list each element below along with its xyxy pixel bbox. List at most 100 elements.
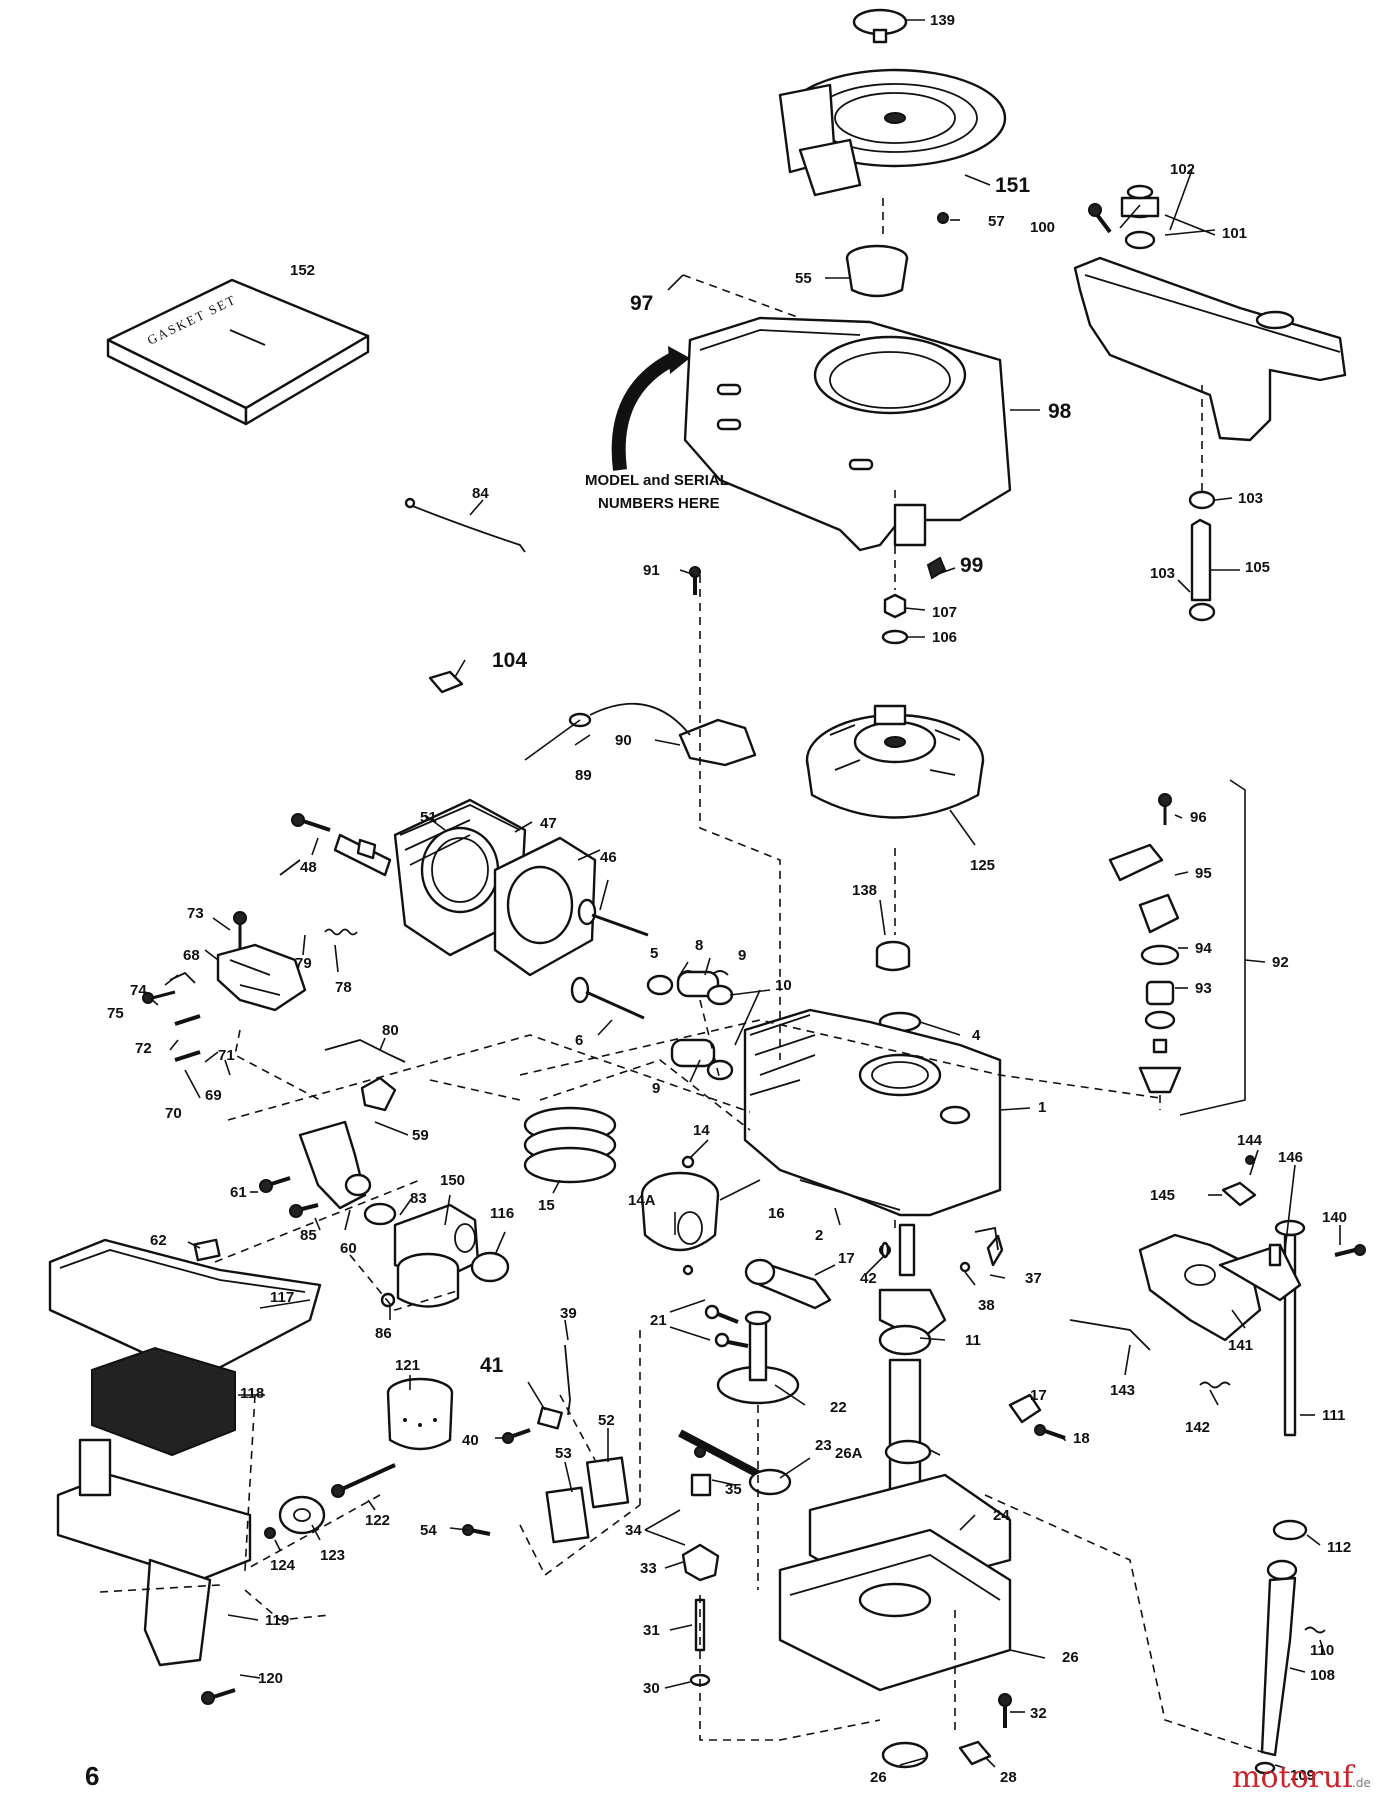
piston-pin-clip (681, 1155, 695, 1276)
callout-label: 14 (693, 1122, 710, 1139)
muffler-guard (278, 1495, 326, 1535)
callout-label: 57 (988, 213, 1005, 230)
piston-rings (523, 1106, 617, 1184)
cylinder-head (393, 798, 527, 957)
callout-label: 54 (420, 1522, 437, 1539)
control-wire (1069, 1319, 1151, 1351)
valve-spring-upper (646, 970, 734, 1006)
callout-label: 62 (150, 1232, 167, 1249)
callout-label: 103 (1238, 490, 1263, 507)
callout-label: 21 (650, 1312, 667, 1329)
callout-label: 60 (340, 1240, 357, 1257)
callout-label: 71 (218, 1047, 235, 1064)
callout-label: 73 (187, 905, 204, 922)
callout-label: 26 (1062, 1649, 1079, 1666)
governor-rod (678, 1429, 792, 1496)
callout-label: 96 (1190, 809, 1207, 826)
callout-label: 16 (768, 1205, 785, 1222)
bowl-nut (380, 1292, 396, 1308)
flywheel-nut (881, 593, 909, 645)
tank-screw (1088, 203, 1112, 234)
callout-label: 75 (107, 1005, 124, 1022)
callout-label: 142 (1185, 1419, 1210, 1436)
breather-tube (986, 1234, 1004, 1267)
muffler-bolt (331, 1463, 396, 1498)
fuel-tank (1073, 230, 1347, 442)
ignition-bracket (1008, 1393, 1066, 1440)
callout-label: 9 (652, 1080, 660, 1097)
ignition-coil (568, 702, 757, 767)
callout-label: 98 (1048, 400, 1072, 423)
callout-label: 101 (1222, 225, 1247, 242)
callout-label: 11 (965, 1332, 981, 1349)
callout-label: 47 (540, 815, 557, 832)
callout-label: 35 (725, 1481, 742, 1498)
callout-label: 4 (972, 1027, 981, 1044)
starter-cup (852, 8, 908, 44)
piston (640, 1171, 720, 1252)
callout-label: 110 (1310, 1642, 1334, 1659)
callout-label: 9 (738, 947, 746, 964)
valve-spring-lower (670, 1038, 734, 1081)
callout-label: 48 (300, 859, 317, 876)
choke-wire (279, 859, 301, 876)
oil-fill-tube (1260, 1559, 1298, 1757)
head-bolt (291, 813, 331, 832)
callout-label: 123 (320, 1547, 345, 1564)
callout-label: 106 (932, 629, 957, 646)
camshaft-gear (716, 1310, 800, 1405)
seal-upper (884, 1439, 932, 1465)
callout-label: 72 (135, 1040, 152, 1057)
callout-label: 15 (538, 1197, 555, 1214)
callout-label: 91 (643, 562, 660, 579)
blower-housing (683, 316, 1012, 552)
governor-lever (502, 1344, 571, 1444)
callout-label: 139 (930, 12, 955, 29)
page-number: 6 (85, 1761, 99, 1791)
callout-label: 111 (1322, 1407, 1345, 1424)
callout-label: 68 (183, 947, 200, 964)
retainer-ring (845, 244, 909, 298)
callout-label: 95 (1195, 865, 1212, 882)
callout-label: 109 (1290, 1767, 1315, 1784)
callout-label: 31 (643, 1622, 660, 1639)
ground-wire (404, 497, 526, 553)
callout-label: 118 (240, 1385, 264, 1402)
callout-label: 51 (420, 809, 437, 826)
callout-label: 105 (1245, 559, 1270, 576)
control-screw (1334, 1244, 1366, 1257)
carb-o-ring (470, 1251, 510, 1283)
callout-label: 144 (1237, 1132, 1263, 1149)
watermark-logo: motoruf .de (1232, 1760, 1371, 1795)
callout-label: 18 (1073, 1430, 1090, 1447)
watermark-suffix: .de (1352, 1776, 1371, 1790)
callout-label: 59 (412, 1127, 429, 1144)
callout-label: 93 (1195, 980, 1212, 997)
valve-intake (570, 976, 645, 1020)
callout-label: 112 (1327, 1539, 1351, 1556)
callout-label: 61 (230, 1184, 247, 1201)
callout-label: 41 (480, 1354, 504, 1377)
carb-gasket (363, 1202, 397, 1226)
assembly-lines (99, 198, 1263, 1753)
intake-bolts (259, 1176, 319, 1218)
callout-label: 94 (1195, 940, 1212, 957)
leader-lines (149, 19, 1341, 1769)
callout-label: 2 (815, 1227, 823, 1244)
callout-label: 53 (555, 1445, 572, 1462)
spark-plug (333, 833, 392, 877)
coil-screw (689, 566, 701, 595)
misc-hardware (880, 556, 999, 1273)
callout-label: 138 (852, 882, 877, 899)
gasket-set-package: GASKET SET (106, 278, 370, 426)
breather-plate (545, 1486, 590, 1544)
air-cleaner-base (56, 1438, 252, 1667)
callout-label: 24 (993, 1507, 1010, 1524)
callout-label: 97 (630, 292, 653, 315)
linkage-springs (142, 911, 358, 1062)
callout-label: 10 (775, 977, 792, 994)
intake-gasket (193, 1238, 221, 1262)
model-note-line1: MODEL and SERIAL (585, 472, 729, 489)
callout-label: 92 (1272, 954, 1289, 971)
